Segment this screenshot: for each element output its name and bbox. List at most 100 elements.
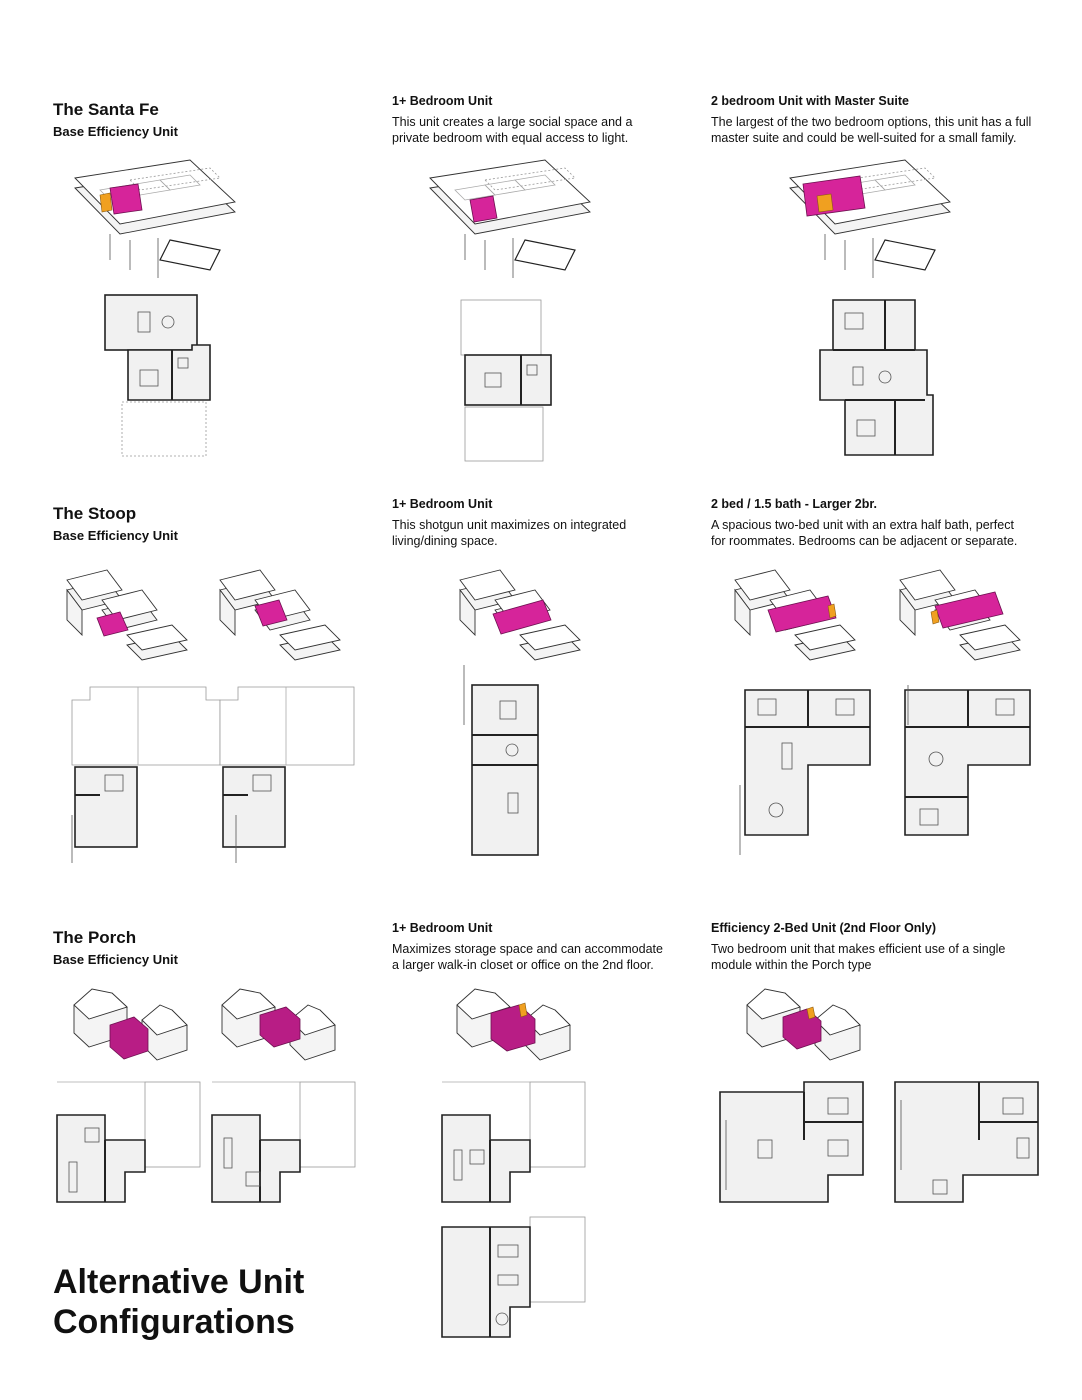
variant-heading: 2 bedroom Unit with Master Suite — [711, 94, 909, 108]
unit-accent-block — [99, 192, 113, 213]
stoop-variant-1-text: 1+ Bedroom Unit This shotgun unit maximi… — [392, 497, 732, 549]
plan-room — [222, 766, 286, 848]
porch-base-axonometric-b — [221, 988, 336, 1061]
unit-accent-block — [806, 1006, 816, 1020]
plan-site-outline — [460, 299, 542, 356]
unit-highlight-block — [259, 1006, 301, 1048]
variant-description: Maximizes storage space and can accommod… — [392, 941, 732, 973]
section-title: The Stoop — [53, 504, 137, 523]
variant-description: Two bedroom unit that makes efficient us… — [711, 941, 1071, 973]
plan-room — [104, 294, 198, 351]
axonometric-building — [789, 159, 951, 278]
porch-2bed-plan-a — [719, 1081, 864, 1203]
base-unit-label: Base Efficiency Unit — [53, 952, 178, 967]
plan-site-outline — [144, 1081, 201, 1168]
variant-heading: 1+ Bedroom Unit — [392, 497, 493, 511]
unit-highlight-block — [109, 183, 143, 215]
description-line: This shotgun unit maximizes on integrate… — [392, 518, 627, 532]
description-line: living/dining space. — [392, 534, 498, 548]
unit-highlight-block — [254, 599, 288, 627]
description-line: for roommates. Bedrooms can be adjacent … — [711, 534, 1018, 548]
unit-accent-block — [930, 609, 940, 625]
plan-site-outline — [464, 406, 544, 462]
plan-room — [441, 1226, 531, 1338]
variant-description: This unit creates a large social space a… — [392, 114, 732, 146]
base-unit-label: Base Efficiency Unit — [53, 528, 178, 543]
axonometric-building — [73, 988, 188, 1061]
plan-room — [56, 1114, 146, 1203]
base-unit-label: Base Efficiency Unit — [53, 124, 178, 139]
plan-room — [74, 766, 138, 848]
santa-fe-1br-plan — [460, 299, 552, 462]
description-line: module within the Porch type — [711, 958, 872, 972]
santa-fe-1br-axonometric — [429, 159, 591, 278]
porch-base-plan-a — [56, 1081, 201, 1203]
axonometric-building — [66, 569, 188, 661]
stoop-base-plan-a — [71, 686, 221, 863]
plan-site-outline — [529, 1081, 586, 1168]
description-line: A spacious two-bed unit with an extra ha… — [711, 518, 1014, 532]
porch-heading-block: The Porch Base Efficiency Unit — [53, 928, 178, 967]
unit-highlight-block — [782, 1008, 822, 1050]
variant-description: A spacious two-bed unit with an extra ha… — [711, 517, 1071, 549]
page-title: Alternative Unit Configurations — [53, 1262, 304, 1342]
unit-highlight-block — [109, 1016, 149, 1060]
stoop-variant-2-text: 2 bed / 1.5 bath - Larger 2br. A spaciou… — [711, 497, 1071, 549]
description-line: The largest of the two bedroom options, … — [711, 115, 1032, 129]
santa-fe-base-axonometric — [74, 159, 236, 278]
plan-room — [441, 1114, 531, 1203]
stoop-2br-axonometric-b — [899, 569, 1021, 661]
plan-room — [894, 1081, 1039, 1203]
unit-accent-block — [816, 193, 834, 213]
axonometric-building — [429, 159, 591, 278]
plan-site-outline — [121, 401, 207, 457]
stoop-base-axonometric-a — [66, 569, 188, 661]
description-line: master suite and could be well-suited fo… — [711, 131, 1017, 145]
porch-variant-1-text: 1+ Bedroom Unit Maximizes storage space … — [392, 921, 732, 973]
plan-room — [464, 354, 552, 406]
unit-highlight-block — [490, 1004, 536, 1052]
section-title: The Porch — [53, 928, 137, 947]
stoop-2br-plan-a — [739, 689, 871, 855]
porch-variant-2-text: Efficiency 2-Bed Unit (2nd Floor Only) T… — [711, 921, 1071, 973]
plan-site-outline — [71, 686, 221, 766]
stoop-base-axonometric-b — [219, 569, 341, 661]
unit-accent-block — [827, 603, 837, 619]
unit-accent-block — [518, 1002, 528, 1018]
stoop-2br-plan-b — [904, 685, 1031, 836]
santa-fe-base-plan — [104, 294, 211, 457]
unit-highlight-block — [934, 591, 1004, 629]
santa-fe-variant-1-text: 1+ Bedroom Unit This unit creates a larg… — [392, 94, 732, 146]
santa-fe-2br-plan — [819, 299, 934, 456]
santa-fe-2br-axonometric — [789, 159, 951, 278]
porch-base-plan-b — [211, 1081, 356, 1203]
porch-2bed-plan-b — [894, 1081, 1039, 1203]
santa-fe-variant-2-text: 2 bedroom Unit with Master Suite The lar… — [711, 94, 1071, 146]
stoop-heading-block: The Stoop Base Efficiency Unit — [53, 504, 178, 543]
description-line: Maximizes storage space and can accommod… — [392, 942, 663, 956]
stoop-1br-axonometric — [459, 569, 581, 661]
porch-1br-axonometric — [456, 988, 571, 1061]
stoop-1br-plan — [463, 665, 539, 856]
plan-site-outline — [219, 686, 355, 766]
stoop-base-plan-b — [219, 686, 355, 863]
variant-heading: 2 bed / 1.5 bath - Larger 2br. — [711, 497, 878, 511]
variant-description: This shotgun unit maximizes on integrate… — [392, 517, 732, 549]
porch-base-axonometric-a — [73, 988, 188, 1061]
variant-description: The largest of the two bedroom options, … — [711, 114, 1071, 146]
variant-heading: 1+ Bedroom Unit — [392, 921, 493, 935]
description-line: This unit creates a large social space a… — [392, 115, 633, 129]
unit-highlight-block — [492, 599, 552, 635]
page-title-line: Alternative Unit — [53, 1263, 305, 1301]
unit-highlight-block — [469, 195, 498, 223]
plan-room — [471, 684, 539, 856]
description-line: a larger walk-in closet or office on the… — [392, 958, 654, 972]
plan-room — [211, 1114, 301, 1203]
plan-room — [719, 1081, 864, 1203]
section-title: The Santa Fe — [53, 100, 159, 119]
porch-1br-plan-a — [441, 1081, 586, 1203]
porch-1br-plan-b — [441, 1216, 586, 1338]
plan-site-outline — [529, 1216, 586, 1303]
unit-highlight-block — [767, 595, 837, 633]
page-title-line: Configurations — [53, 1303, 295, 1341]
